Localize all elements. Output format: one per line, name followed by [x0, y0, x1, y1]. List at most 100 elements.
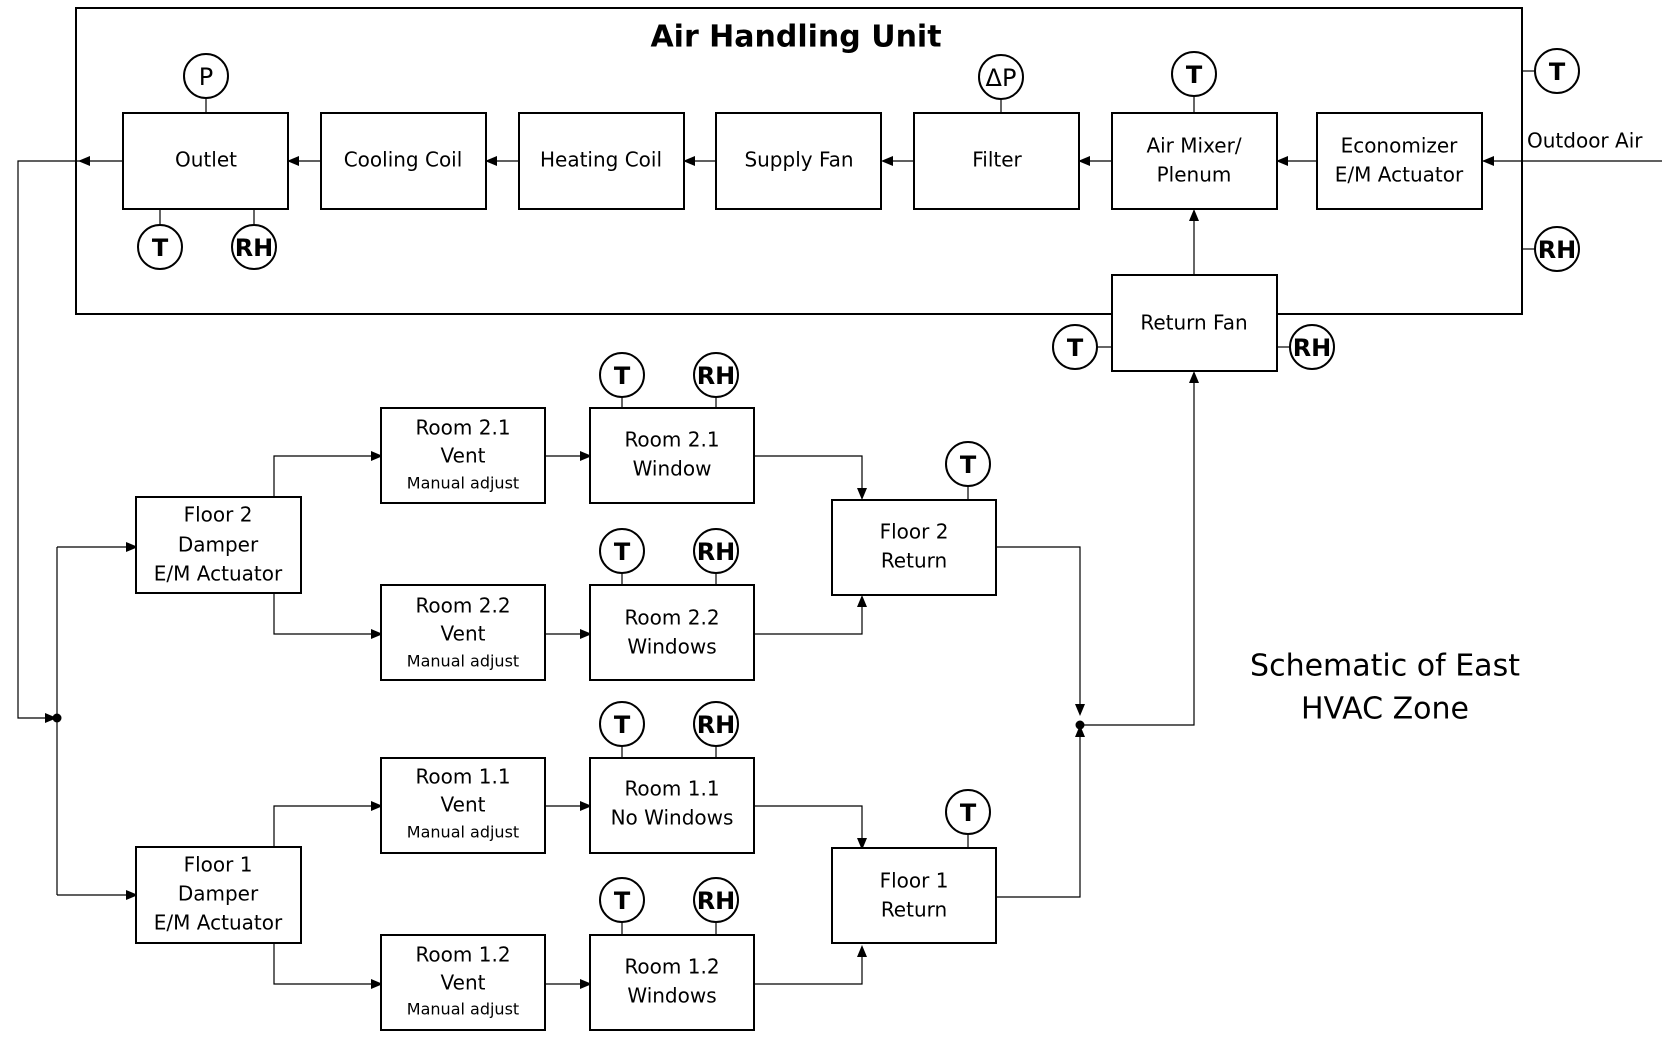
svg-text:Damper: Damper: [178, 533, 259, 557]
svg-text:No Windows: No Windows: [611, 806, 734, 830]
svg-text:Floor 2: Floor 2: [880, 520, 949, 544]
svg-text:Air Mixer/: Air Mixer/: [1146, 134, 1241, 158]
svg-text:Floor 1: Floor 1: [184, 853, 253, 877]
room12-vent-box: Room 1.2 Vent Manual adjust: [380, 934, 546, 1031]
schematic-caption: Schematic of East HVAC Zone: [1250, 649, 1520, 727]
svg-text:ΔP: ΔP: [986, 64, 1017, 92]
svg-text:Return: Return: [881, 549, 947, 573]
svg-text:T: T: [614, 538, 631, 566]
outlet-humidity-sensor: RH: [231, 224, 277, 270]
svg-text:Outlet: Outlet: [175, 148, 237, 172]
svg-text:T: T: [1549, 58, 1566, 86]
svg-text:Schematic of East: Schematic of East: [1250, 649, 1520, 684]
floor2-return-temperature-sensor: T: [945, 441, 991, 487]
filter-box: Filter: [913, 112, 1080, 210]
return-junction-dot: [1075, 720, 1085, 730]
room22-temperature-sensor: T: [599, 528, 645, 574]
svg-text:Manual adjust: Manual adjust: [407, 1000, 519, 1019]
room21-vent-box: Room 2.1 Vent Manual adjust: [380, 407, 546, 504]
svg-text:RH: RH: [1293, 334, 1332, 362]
svg-text:T: T: [960, 799, 977, 827]
room22-humidity-sensor: RH: [693, 528, 739, 574]
connection-lines: [17, 160, 1662, 985]
room22-window-box: Room 2.2 Windows: [589, 584, 755, 681]
svg-text:RH: RH: [697, 887, 736, 915]
svg-text:Manual adjust: Manual adjust: [407, 474, 519, 493]
outdoor-temperature-sensor: T: [1534, 48, 1580, 94]
floor2-damper-box: Floor 2 Damper E/M Actuator: [135, 496, 302, 594]
svg-text:Supply Fan: Supply Fan: [744, 148, 853, 172]
svg-text:Manual adjust: Manual adjust: [407, 823, 519, 842]
return-fan-box: Return Fan: [1111, 274, 1278, 372]
svg-text:Vent: Vent: [441, 444, 486, 468]
outdoor-air-label: Outdoor Air: [1527, 129, 1643, 153]
air-mixer-box: Air Mixer/ Plenum: [1111, 112, 1278, 210]
flow-arrows: [45, 156, 1494, 989]
floor1-damper-box: Floor 1 Damper E/M Actuator: [135, 846, 302, 944]
svg-text:T: T: [152, 234, 169, 262]
svg-text:Plenum: Plenum: [1157, 163, 1232, 187]
outdoor-humidity-sensor: RH: [1534, 226, 1580, 272]
svg-text:Heating Coil: Heating Coil: [540, 148, 662, 172]
return-fan-temperature-sensor: T: [1052, 324, 1098, 370]
svg-text:Room 2.1: Room 2.1: [624, 428, 719, 452]
svg-text:Room 1.1: Room 1.1: [624, 777, 719, 801]
floor1-return-temperature-sensor: T: [945, 789, 991, 835]
svg-text:T: T: [1186, 61, 1203, 89]
room21-window-box: Room 2.1 Window: [589, 407, 755, 504]
svg-text:HVAC Zone: HVAC Zone: [1301, 692, 1469, 727]
svg-text:Room 1.1: Room 1.1: [415, 765, 510, 789]
room12-humidity-sensor: RH: [693, 877, 739, 923]
svg-text:Vent: Vent: [441, 971, 486, 995]
svg-text:T: T: [960, 451, 977, 479]
svg-text:Floor 2: Floor 2: [184, 503, 253, 527]
room12-temperature-sensor: T: [599, 877, 645, 923]
svg-text:Economizer: Economizer: [1341, 134, 1459, 158]
svg-text:Room 1.2: Room 1.2: [624, 955, 719, 979]
mixer-temperature-sensor: T: [1171, 51, 1217, 97]
room11-vent-box: Room 1.1 Vent Manual adjust: [380, 757, 546, 854]
room21-temperature-sensor: T: [599, 352, 645, 398]
svg-text:T: T: [614, 711, 631, 739]
svg-text:Manual adjust: Manual adjust: [407, 652, 519, 671]
svg-text:Floor 1: Floor 1: [880, 869, 949, 893]
svg-text:RH: RH: [235, 234, 274, 262]
svg-text:Windows: Windows: [627, 635, 716, 659]
supply-junction-dot: [52, 713, 62, 723]
svg-text:Room 2.2: Room 2.2: [415, 594, 510, 618]
svg-text:Room 2.2: Room 2.2: [624, 606, 719, 630]
room11-temperature-sensor: T: [599, 701, 645, 747]
svg-text:RH: RH: [697, 362, 736, 390]
svg-text:Room 1.2: Room 1.2: [415, 943, 510, 967]
svg-text:Return: Return: [881, 898, 947, 922]
filter-differential-pressure-sensor: ΔP: [978, 54, 1024, 100]
svg-text:E/M Actuator: E/M Actuator: [154, 562, 283, 586]
room22-vent-box: Room 2.2 Vent Manual adjust: [380, 584, 546, 681]
floor1-return-box: Floor 1 Return: [831, 847, 997, 944]
svg-text:Windows: Windows: [627, 984, 716, 1008]
svg-text:Vent: Vent: [441, 622, 486, 646]
svg-text:Cooling Coil: Cooling Coil: [344, 148, 463, 172]
ahu-title: Air Handling Unit: [650, 20, 941, 55]
svg-text:Return Fan: Return Fan: [1140, 311, 1247, 335]
svg-text:T: T: [1067, 334, 1084, 362]
svg-text:Vent: Vent: [441, 793, 486, 817]
heating-coil-box: Heating Coil: [518, 112, 685, 210]
svg-text:T: T: [614, 362, 631, 390]
outlet-temperature-sensor: T: [137, 224, 183, 270]
outlet-pressure-sensor: P: [183, 53, 229, 99]
svg-text:RH: RH: [1538, 236, 1577, 264]
room21-humidity-sensor: RH: [693, 352, 739, 398]
return-fan-humidity-sensor: RH: [1289, 324, 1335, 370]
room11-humidity-sensor: RH: [693, 701, 739, 747]
room11-window-box: Room 1.1 No Windows: [589, 757, 755, 854]
svg-text:Damper: Damper: [178, 882, 259, 906]
svg-text:Filter: Filter: [972, 148, 1022, 172]
svg-text:E/M Actuator: E/M Actuator: [154, 911, 283, 935]
svg-text:E/M Actuator: E/M Actuator: [1335, 163, 1464, 187]
svg-text:P: P: [199, 63, 213, 91]
outlet-box: Outlet: [122, 112, 289, 210]
svg-text:RH: RH: [697, 538, 736, 566]
economizer-box: Economizer E/M Actuator: [1316, 112, 1483, 210]
